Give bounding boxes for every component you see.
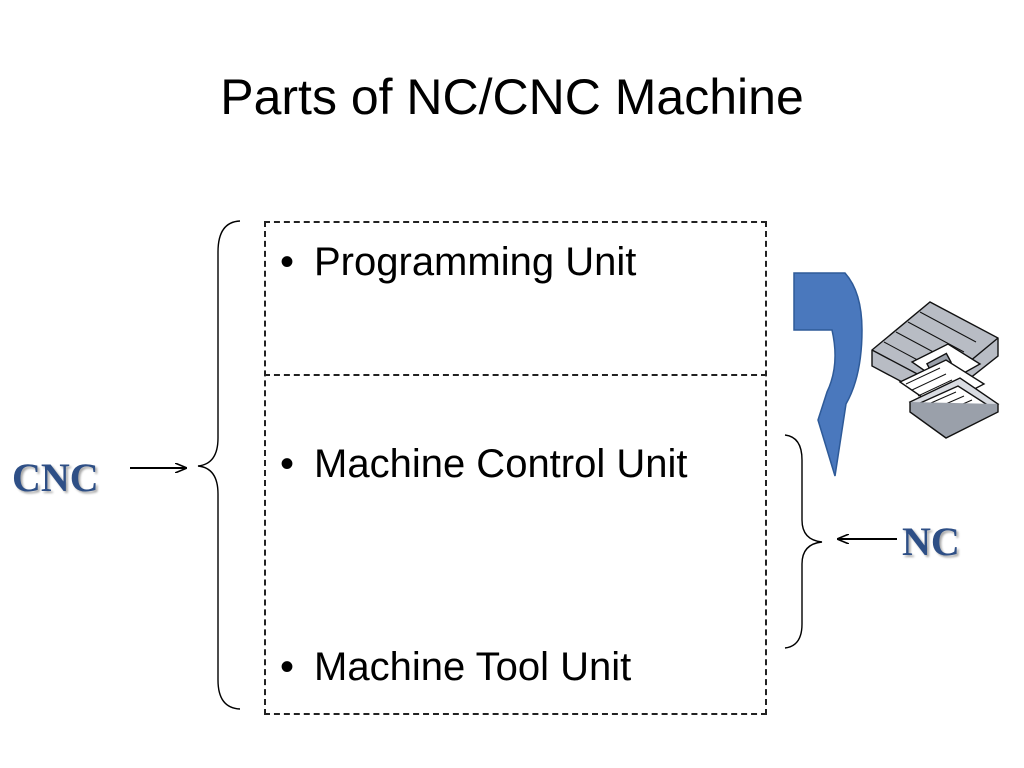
- list-item-machine-tool-unit: • Machine Tool Unit: [280, 643, 631, 691]
- nc-brace: [784, 434, 823, 649]
- slide-title: Parts of NC/CNC Machine: [220, 69, 804, 125]
- list-item-machine-control-unit: • Machine Control Unit: [280, 440, 688, 488]
- unit-label: Machine Tool Unit: [314, 645, 632, 689]
- nc-label: NC: [902, 519, 960, 564]
- units-dashed-box: [264, 221, 767, 715]
- curved-down-arrow-icon: [793, 272, 863, 477]
- unit-label: Programming Unit: [314, 240, 637, 284]
- bullet: •: [280, 442, 295, 486]
- bullet: •: [280, 645, 295, 689]
- list-item-programming-unit: • Programming Unit: [280, 238, 636, 286]
- cnc-label: CNC: [12, 455, 99, 500]
- bullet: •: [280, 240, 295, 284]
- unit-label: Machine Control Unit: [314, 442, 688, 486]
- programming-unit-divider: [264, 374, 767, 376]
- cnc-brace: [197, 220, 241, 710]
- floppy-disks-icon: [871, 301, 1000, 439]
